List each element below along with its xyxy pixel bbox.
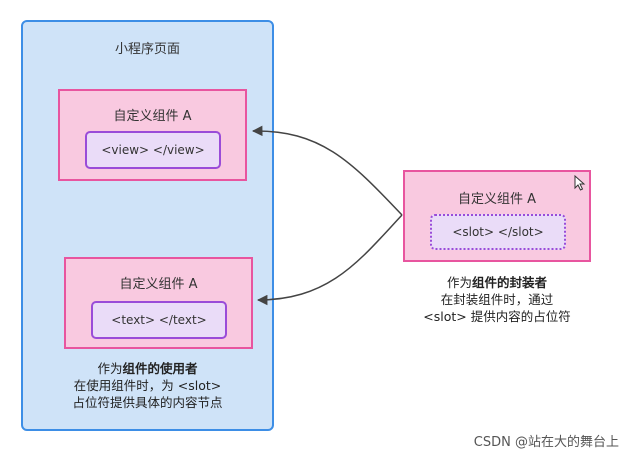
component-title: 自定义组件 A: [457, 192, 537, 207]
wrapper-component: 自定义组件 A <slot> </slot>: [403, 170, 591, 262]
wrapper-caption: 作为组件的封装者 在封装组件时，通过 <slot> 提供内容的占位符: [393, 274, 601, 325]
miniprogram-page-frame: 小程序页面 自定义组件 A <view> </view> 自定义组件 A <te…: [21, 20, 274, 431]
user-component-view: 自定义组件 A <view> </view>: [58, 89, 247, 181]
component-title: 自定义组件 A: [119, 277, 198, 292]
page-title: 小程序页面: [114, 42, 180, 57]
view-slot-content: <view> </view>: [85, 131, 221, 169]
user-caption-title: 作为组件的使用者: [97, 361, 198, 376]
arrow-to-text-component: [256, 214, 403, 306]
mouse-cursor-icon: [574, 175, 586, 191]
user-caption-line2: 在使用组件时，为 <slot>: [73, 378, 222, 393]
wrapper-caption-line3: <slot> 提供内容的占位符: [423, 309, 571, 324]
wrapper-caption-title: 作为组件的封装者: [446, 275, 548, 290]
watermark: CSDN @站在大的舞台上: [473, 435, 619, 450]
text-slot-content: <text> </text>: [91, 301, 227, 339]
user-component-text: 自定义组件 A <text> </text>: [64, 257, 253, 349]
component-title: 自定义组件 A: [113, 109, 192, 124]
arrow-to-view-component: [251, 125, 403, 216]
wrapper-caption-line2: 在封装组件时，通过: [440, 292, 554, 307]
user-caption: 作为组件的使用者 在使用组件时，为 <slot> 占位符提供具体的内容节点: [23, 360, 272, 411]
slot-placeholder: <slot> </slot>: [430, 214, 566, 250]
user-caption-line3: 占位符提供具体的内容节点: [72, 395, 223, 410]
